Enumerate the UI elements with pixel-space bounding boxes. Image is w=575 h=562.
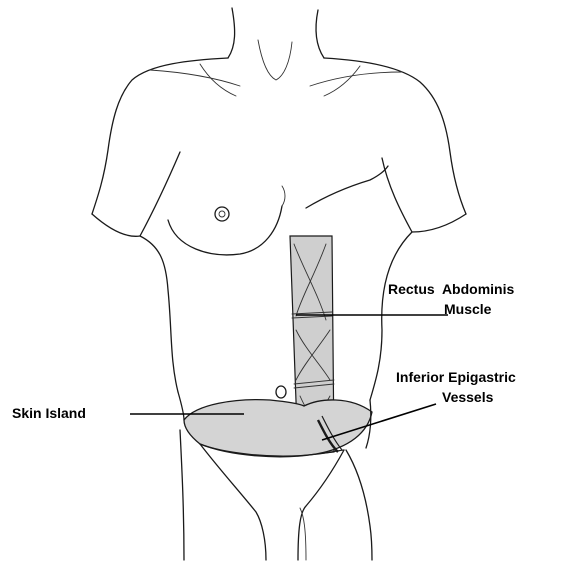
breast-right bbox=[168, 206, 282, 255]
shoulders bbox=[92, 58, 466, 214]
neck bbox=[228, 8, 324, 80]
breast-left-reconstructed bbox=[306, 166, 388, 208]
epigastric-label-line1: Inferior Epigastric bbox=[396, 369, 516, 385]
nipple-icon bbox=[215, 207, 229, 221]
rectus-label-line1: Rectus Abdominis bbox=[388, 281, 514, 297]
torso-outline bbox=[92, 152, 466, 400]
epigastric-label-line2: Vessels bbox=[442, 389, 494, 405]
umbilicus-icon bbox=[276, 386, 286, 398]
skin-island-label: Skin Island bbox=[12, 405, 86, 421]
rectus-label-line2: Muscle bbox=[444, 301, 492, 317]
skin-island bbox=[184, 386, 372, 457]
